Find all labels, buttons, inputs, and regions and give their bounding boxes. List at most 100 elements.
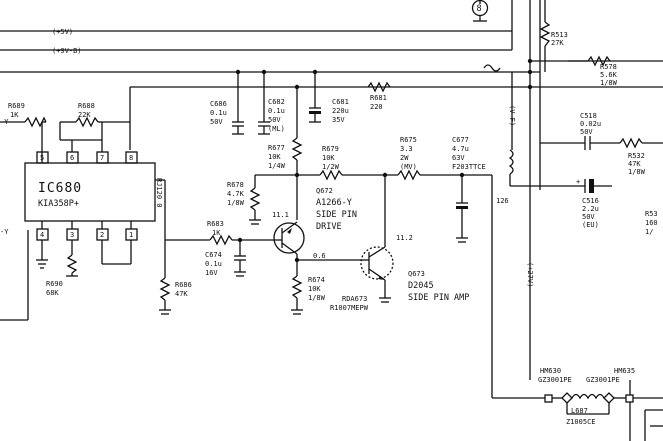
r678-value: 4.7K [227,190,245,198]
r678-power: 1/8W [227,199,245,207]
ic-pin-4: 4 [40,231,44,239]
r578-value: 5.6K [600,71,618,79]
output-net: 126 (+27V) [491,175,545,399]
rda673-ref: RDA673 [342,295,367,303]
hm635-ref: HM635 [614,367,635,375]
c677-type: F203TTCE [452,163,486,171]
r689-value: 1K [10,111,19,119]
resistor-r678: R678 4.7K 1/8W [227,174,297,225]
r677-power: 1/4W [268,162,286,170]
r675-ref: R675 [400,136,417,144]
capacitor-c674: C674 0.1u 16V [205,240,246,277]
r578-power: 1/8W [600,79,618,87]
r679-power: 1/2W [322,163,340,171]
r690-ref: R690 [46,280,63,288]
c516-ref: C516 [582,197,599,205]
resistor-r686: R686 47K [159,277,192,315]
r679-value: 10K [322,154,335,162]
r513-value: 27K [551,39,564,47]
net-label-5v: (+5V) [52,28,73,36]
r675-type: (MV) [400,163,417,171]
r675-value: 3.3 [400,145,413,153]
resistor-r679: R679 10K 1/2W [297,145,398,181]
resistor-r689: R689 1K [8,102,47,152]
capacitor-c686: C686 0.1u 50V [210,69,244,135]
net-label-y-bottom: -Y [0,228,9,236]
q673-part: D2045 [408,281,434,291]
ic680: IC680 KIA358P+ 5 6 7 8 4 3 2 1 [24,151,156,241]
c682-value: 0.1u [268,107,285,115]
c681-value: 220u [332,107,349,115]
voltage-q673: 11.2 [396,234,413,242]
r513-ref: R513 [551,31,568,39]
vf-coil: (V-F) [483,64,540,187]
r681-value: 220 [370,103,383,111]
hm630-ref: HM630 [540,367,561,375]
test-point: 8 [471,0,489,22]
r677-value: 10K [268,153,281,161]
r678-ref: R678 [227,181,244,189]
r688-value: 22K [78,111,91,119]
r689-ref: R689 [8,102,25,110]
r53x-power: 1/ [645,228,653,236]
resistor-r690: R690 68K [36,240,132,297]
r674-power: 1/8W [308,294,326,302]
c686-value: 0.1u [210,109,227,117]
line-filter-l687: HM630 GZ3001PE HM635 GZ3001PE L687 Z1005… [538,367,663,441]
capacitor-c677: C677 4.7u 63V F203TTCE [452,136,486,243]
c516-type: (EU) [582,221,599,229]
vf-label: (V-F) [508,105,516,126]
c682-voltage: 50V [268,116,281,124]
ic-pin-8: 8 [129,154,133,162]
r53x-value: 160 [645,219,658,227]
resistor-r513: R513 27K [539,21,568,47]
c681-ref: C681 [332,98,349,106]
c518-value: 0.02u [580,120,601,128]
r532-ref: R532 [628,152,645,160]
r578-ref: R578 [600,63,617,71]
r674-value: 10K [308,285,321,293]
q672-desc-2: DRIVE [316,222,342,232]
r532-value: 47K [628,160,641,168]
hm635-part: GZ3001PE [586,376,620,384]
resistor-r53x-partial: R53 160 1/ [645,210,658,236]
ic-pin-3: 3 [70,231,74,239]
transistor-q673: 11.2 Q673 D2045 SIDE PIN AMP RDA673 R100… [330,175,469,312]
r688-ref: R688 [78,102,95,110]
resistor-rj120: RJ120 0 [155,178,166,278]
r690-value: 68K [46,289,59,297]
resistor-r675: R675 3.3 2W (MV) [397,136,492,181]
c516-value: 2.2u [582,205,599,213]
resistor-r532: R532 47K 1/8W [590,137,663,176]
resistor-r674: R674 10K 1/8W 0.6 [291,252,362,315]
r677-ref: R677 [268,144,285,152]
test-point-label: 8 [477,4,482,14]
node-126-label: 126 [496,197,509,205]
ic680-ref: IC680 [38,181,82,196]
r686-ref: R686 [175,281,192,289]
c674-ref: C674 [205,251,222,259]
capacitor-c518: C518 0.02u 50V [540,112,601,150]
resistor-r578: R578 5.6K 1/8W [568,55,618,87]
ic-pin-1: 1 [129,231,133,239]
capacitor-c682: C682 0.1u 50V (ML) [258,69,285,135]
c674-value: 0.1u [205,260,222,268]
c681-voltage: 35V [332,116,345,124]
hm630-part: GZ3001PE [538,376,572,384]
c516-voltage: 50V [582,213,595,221]
resistor-r683: R683 1K [165,220,278,246]
r681-ref: R681 [370,94,387,102]
c682-ref: C682 [268,98,285,106]
capacitor-c681: C681 220u 35V [309,69,349,124]
r53x-ref: R53 [645,210,658,218]
voltage-node-0-6: 0.6 [313,252,326,260]
c686-voltage: 50V [210,118,223,126]
c516-plus: + [576,178,580,186]
c682-type: (ML) [268,125,285,133]
r674-ref: R674 [308,276,325,284]
q673-ref: Q673 [408,270,425,278]
l687-ref: L687 [571,407,588,415]
ic-pin-7: 7 [100,154,104,162]
c674-voltage: 16V [205,269,218,277]
